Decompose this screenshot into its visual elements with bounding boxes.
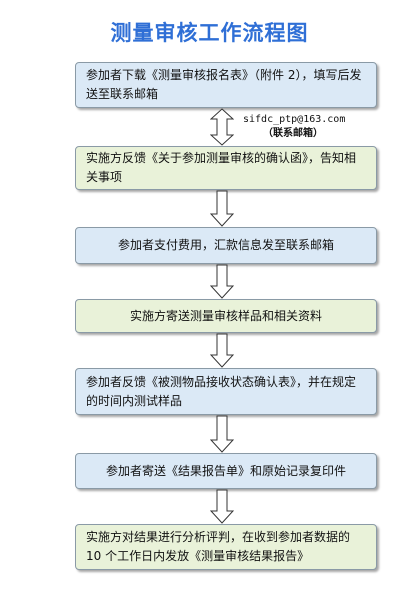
step-1-box: 参加者下载《测量审核报名表》（附件 2），填写后发送至联系邮箱 — [75, 62, 377, 108]
step-2-text: 实施方反馈《关于参加测量审核的确认函》，告知相关事项 — [86, 151, 357, 184]
contact-email-label: （联系邮箱） — [263, 128, 323, 139]
down-arrow-icon — [210, 190, 234, 227]
diagram-title: 测量审核工作流程图 — [110, 21, 309, 45]
down-arrow-icon — [210, 264, 234, 299]
contact-email: sifdc_ptp@163.com （联系邮箱） — [243, 113, 363, 141]
step-6-box: 参加者寄送《结果报告单》和原始记录复印件 — [75, 453, 377, 489]
double-arrow-icon — [210, 108, 234, 146]
down-arrow-icon — [210, 489, 234, 524]
step-3-text: 参加者支付费用，汇款信息发至联系邮箱 — [117, 238, 334, 252]
step-4-text: 实施方寄送测量审核样品和相关资料 — [129, 308, 322, 323]
step-4-box: 实施方寄送测量审核样品和相关资料 — [75, 299, 377, 333]
step-1-text: 参加者下载《测量审核报名表》（附件 2），填写后发送至联系邮箱 — [86, 68, 362, 101]
step-3-box: 参加者支付费用，汇款信息发至联系邮箱 — [75, 227, 377, 264]
step-7-text: 实施方对结果进行分析评判，在收到参加者数据的 10 个工作日内发放《测量审核结果… — [86, 530, 351, 563]
step-7-box: 实施方对结果进行分析评判，在收到参加者数据的 10 个工作日内发放《测量审核结果… — [75, 524, 377, 570]
step-2-box: 实施方反馈《关于参加测量审核的确认函》，告知相关事项 — [75, 146, 377, 190]
contact-email-address: sifdc_ptp@163.com — [243, 114, 346, 125]
step-5-text: 参加者反馈《被测物品接收状态确认表》，并在规定的时间内测试样品 — [86, 374, 357, 408]
step-6-text: 参加者寄送《结果报告单》和原始记录复印件 — [105, 463, 346, 478]
down-arrow-icon — [210, 415, 234, 453]
down-arrow-icon — [210, 333, 234, 368]
step-5-box: 参加者反馈《被测物品接收状态确认表》，并在规定的时间内测试样品 — [75, 368, 377, 415]
